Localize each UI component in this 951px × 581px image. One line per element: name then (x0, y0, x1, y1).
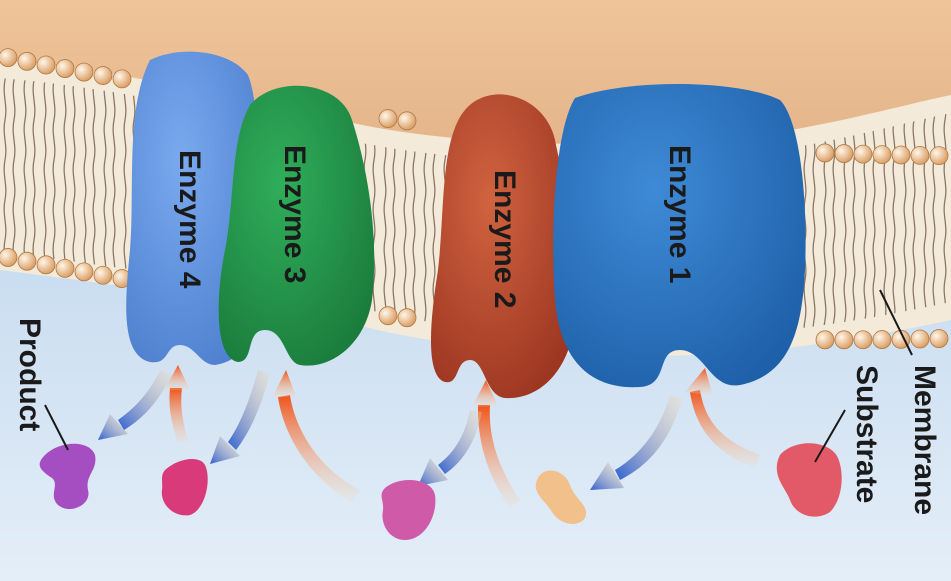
lipid-head-icon (398, 309, 416, 327)
lipid-head-icon (75, 263, 93, 281)
lipid-head-icon (56, 60, 74, 78)
lipid-head-icon (873, 331, 891, 349)
lipid-head-icon (816, 144, 834, 162)
lipid-head-icon (0, 248, 17, 266)
lipid-head-icon (37, 56, 55, 74)
lipid-head-icon (930, 147, 948, 165)
lipid-head-icon (835, 145, 853, 163)
enzyme-2-label: Enzyme 2 (488, 170, 521, 308)
lipid-head-icon (398, 112, 416, 130)
lipid-head-icon (18, 52, 36, 70)
lipid-head-icon (94, 266, 112, 284)
lipid-head-icon (835, 331, 853, 349)
lipid-head-icon (113, 70, 131, 88)
membrane-label: Membrane (908, 365, 941, 515)
lipid-head-icon (37, 256, 55, 274)
lipid-head-icon (892, 146, 910, 164)
lipid-head-icon (18, 252, 36, 270)
enzyme-1-label: Enzyme 1 (663, 145, 696, 283)
lipid-head-icon (816, 331, 834, 349)
lipid-head-icon (56, 259, 74, 277)
lipid-head-icon (854, 145, 872, 163)
lipid-head-icon (379, 110, 397, 128)
lipid-head-icon (0, 49, 17, 67)
enzyme-4-label: Enzyme 4 (173, 150, 206, 289)
product-label: Product (13, 318, 46, 431)
lipid-head-icon (854, 331, 872, 349)
lipid-head-icon (75, 63, 93, 81)
lipid-head-icon (94, 67, 112, 85)
lipid-head-icon (911, 330, 929, 348)
substrate-label: Substrate (850, 365, 883, 503)
enzyme-3-label: Enzyme 3 (278, 145, 311, 283)
lipid-head-icon (379, 307, 397, 325)
lipid-head-icon (911, 146, 929, 164)
lipid-head-icon (873, 146, 891, 164)
lipid-head-icon (930, 330, 948, 348)
